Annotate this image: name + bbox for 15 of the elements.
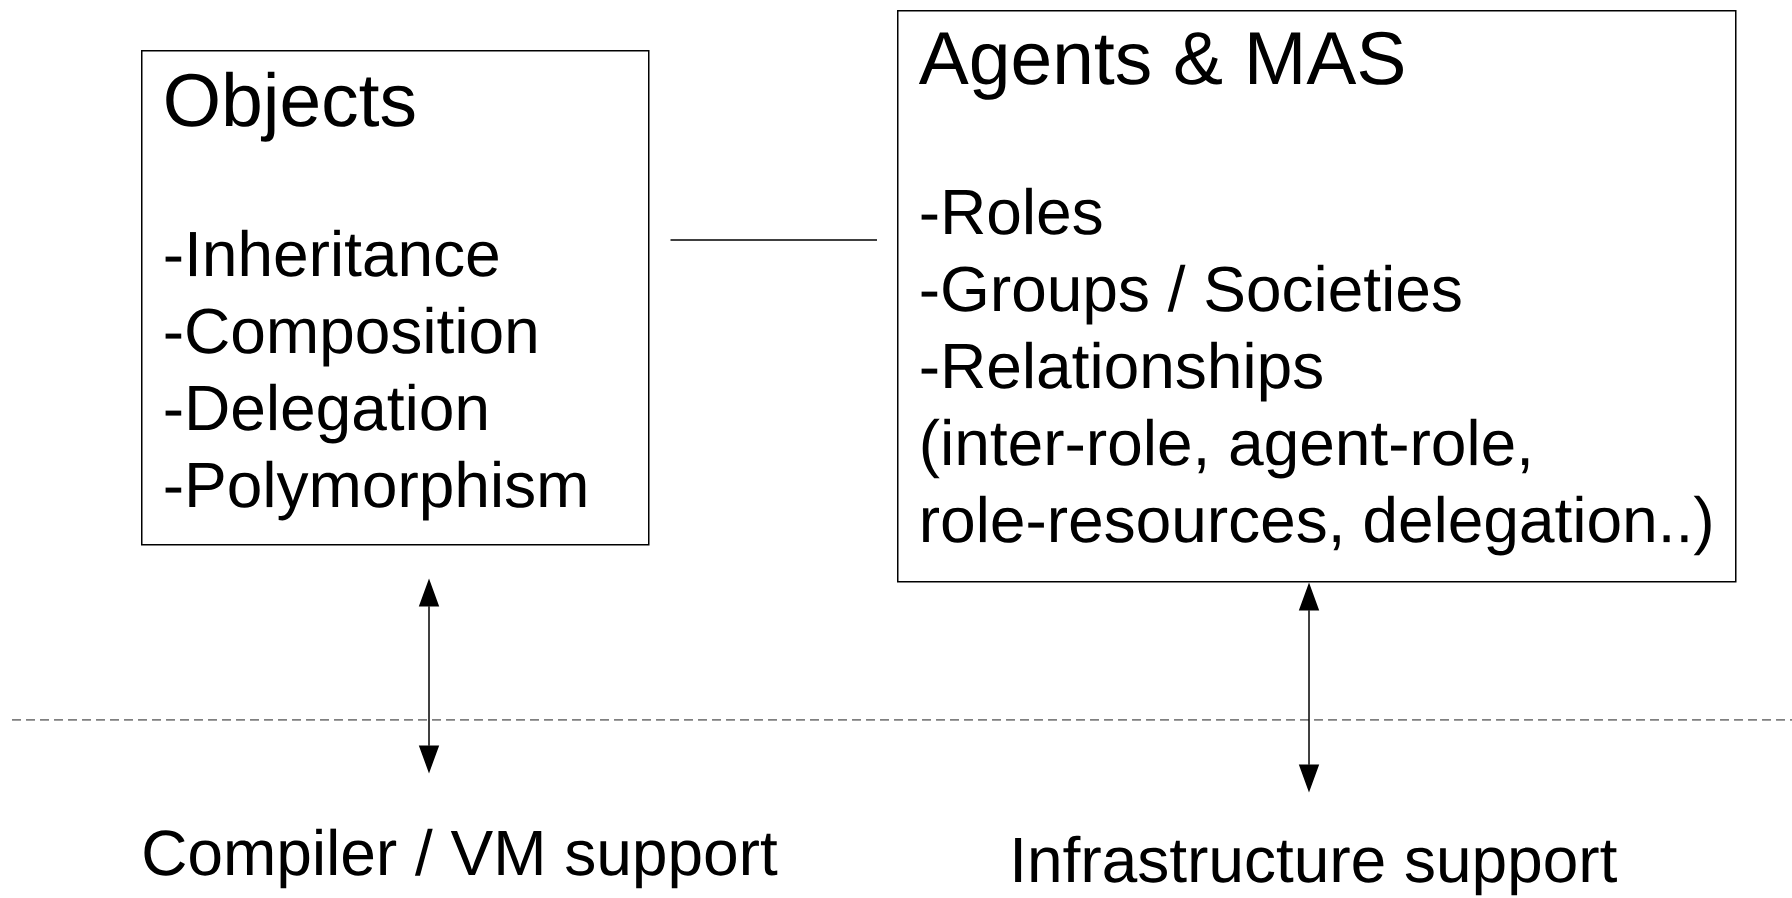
heading: Objects — [166, 71, 415, 142]
list-item: -Inheritance — [165, 229, 498, 277]
list-item: -Relationships — [921, 341, 1322, 402]
support-label: Compiler / VM support — [144, 828, 778, 889]
connector-line — [669, 239, 878, 241]
list-item: -Groups / Societies — [921, 264, 1461, 325]
support-label: Infrastructure support — [1015, 835, 1617, 896]
list-item: -Delegation — [165, 383, 486, 444]
heading: Agents & MAS — [918, 31, 1403, 100]
list-item: -Composition — [165, 306, 536, 367]
list-item: (inter-role, agent-role, role-resources, delegation..) — [922, 418, 1711, 556]
text-box — [897, 10, 1737, 583]
list-item: -Roles — [921, 187, 1102, 235]
list-item: -Polymorphism — [165, 460, 586, 521]
text-box — [141, 50, 650, 546]
